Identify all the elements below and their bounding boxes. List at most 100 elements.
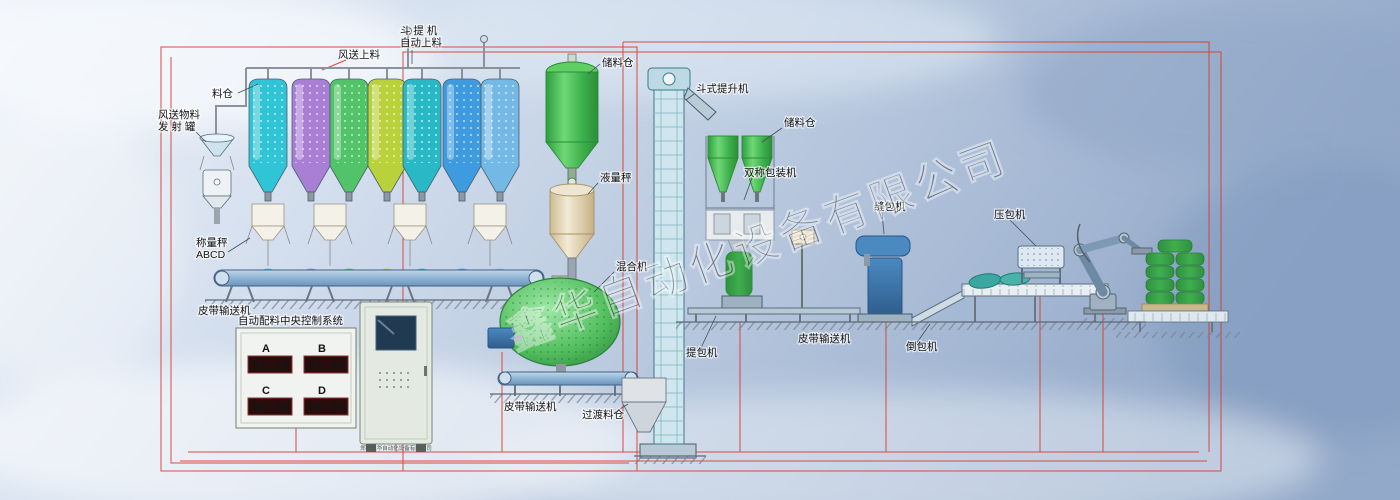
ground-hatch	[634, 456, 706, 464]
silo-3	[329, 78, 369, 202]
label-bucket-feeder-2: 自动上料	[400, 36, 442, 49]
label-cabinet-note: 郑州鑫华自动化设备有限公司	[360, 444, 432, 452]
label-launch-tank-1: 风送物料	[158, 108, 200, 121]
robot-lower-arm	[1075, 245, 1108, 297]
belt-conveyor-mid	[490, 371, 652, 403]
belt	[497, 371, 639, 386]
label-storage-right: 储料仓	[784, 116, 816, 129]
label-weigh-scale-1: 称量秤	[196, 236, 228, 249]
discharge-chute	[683, 87, 717, 121]
channel-d-label: D	[318, 385, 326, 397]
robot-gripper	[1131, 247, 1153, 255]
pipe-drops	[267, 68, 501, 79]
conveyor-legs	[225, 285, 515, 303]
control-panel: A B 88.88 88.88 C D 88.88 88.88	[235, 327, 357, 429]
scale-stand	[791, 229, 815, 308]
digital-display	[247, 355, 293, 374]
screen-glare	[377, 319, 395, 335]
label-sewing-machine: 缝包机	[874, 200, 906, 213]
transition-hopper	[621, 377, 667, 433]
label-bucket-feeder-1: 斗 提 机	[400, 24, 438, 37]
label-launch-tank-2: 发 射 罐	[158, 120, 196, 133]
label-bag-turner: 倒包机	[906, 340, 938, 353]
pipe-cap-icon	[404, 27, 412, 35]
storage-hoppers-right	[705, 135, 775, 210]
silo-7	[480, 78, 520, 202]
silo-5	[402, 78, 442, 202]
robot-cable	[1076, 223, 1091, 263]
belt	[213, 269, 545, 287]
motor-shaft	[514, 335, 522, 341]
label-transition-bin: 过渡料仓	[582, 408, 624, 421]
pallet-stack	[1116, 239, 1240, 338]
packer-cylinder	[713, 213, 731, 235]
silo-1	[248, 78, 288, 202]
sewing-head	[855, 235, 911, 257]
label-bucket-elevator: 斗式提升机	[696, 82, 749, 95]
robot-upper-arm	[1076, 234, 1128, 254]
label-storage-mid: 储料仓	[602, 56, 634, 69]
label-mixer: 混合机	[616, 260, 648, 273]
vent-grid-icon	[378, 368, 414, 390]
platform	[687, 307, 861, 315]
channel-a-value: 88.88	[252, 359, 290, 372]
weigh-hopper	[467, 203, 513, 266]
mixer	[487, 275, 621, 372]
hopper-frame	[705, 136, 775, 210]
pulley-icon	[662, 72, 676, 86]
channel-b-value: 88.88	[308, 359, 346, 372]
cabinet-screen	[375, 315, 417, 351]
packer-cylinder	[743, 213, 761, 235]
roller-icon	[214, 270, 230, 286]
cabinet-handle	[424, 366, 427, 376]
mixer-outlet	[556, 364, 566, 372]
needle-bar	[864, 254, 870, 266]
bag-scale	[721, 295, 763, 309]
ground-hatch	[676, 322, 1146, 330]
label-weigh-scale-2: ABCD	[196, 249, 226, 261]
roller-ticks	[1129, 312, 1227, 321]
outfeed-conveyors	[911, 272, 1109, 327]
gauge-icon	[799, 233, 807, 241]
ground-right	[676, 321, 1146, 330]
label-silo-bin: 料仓	[212, 87, 233, 100]
channel-a-label: A	[262, 343, 270, 355]
ground-hatch	[1116, 332, 1240, 338]
labels: 斗 提 机 自动上料 风送上料 料仓 风送物料 发 射 罐 称量秤 ABCD 皮…	[157, 23, 1027, 452]
pallet	[1141, 303, 1209, 312]
platform-legs	[695, 314, 851, 322]
channel-c-label: C	[262, 385, 270, 397]
silo-6	[442, 78, 482, 202]
leader-lines	[195, 50, 1037, 415]
label-belt-conveyor-right: 皮带输送机	[798, 332, 851, 345]
roller-ticks	[963, 285, 1107, 295]
digital-display	[247, 397, 293, 416]
liquid-scale-tank	[549, 183, 595, 281]
label-belt-conveyor-mid: 皮带输送机	[504, 400, 557, 413]
label-pneumatic-feed: 风送上料	[338, 48, 380, 61]
pipe-cap-icon	[480, 35, 488, 43]
press-plate	[1023, 271, 1061, 279]
weigh-hopper	[307, 203, 353, 266]
cabinet-leg	[366, 444, 376, 452]
label-belt-conveyor-left: 皮带输送机	[198, 304, 251, 317]
press-machine	[1017, 245, 1065, 284]
pipe-launch-link	[215, 68, 247, 136]
channel-c-value: 88.88	[252, 401, 290, 414]
pneumatic-pipes	[215, 27, 520, 136]
press-texture	[1020, 248, 1062, 266]
silo-row	[248, 78, 520, 202]
roller-icon	[498, 371, 512, 385]
label-double-packer: 双称包装机	[744, 166, 797, 179]
bucket-elevator	[634, 67, 717, 464]
label-press-machine: 压包机	[994, 208, 1026, 221]
silo-4	[367, 78, 407, 202]
mixer-texture	[504, 282, 616, 362]
label-bag-lifter: 提包机	[686, 346, 718, 359]
channel-d-value: 88.88	[308, 401, 346, 414]
pipe-feeds	[407, 34, 485, 68]
weigh-hopper	[245, 203, 291, 266]
